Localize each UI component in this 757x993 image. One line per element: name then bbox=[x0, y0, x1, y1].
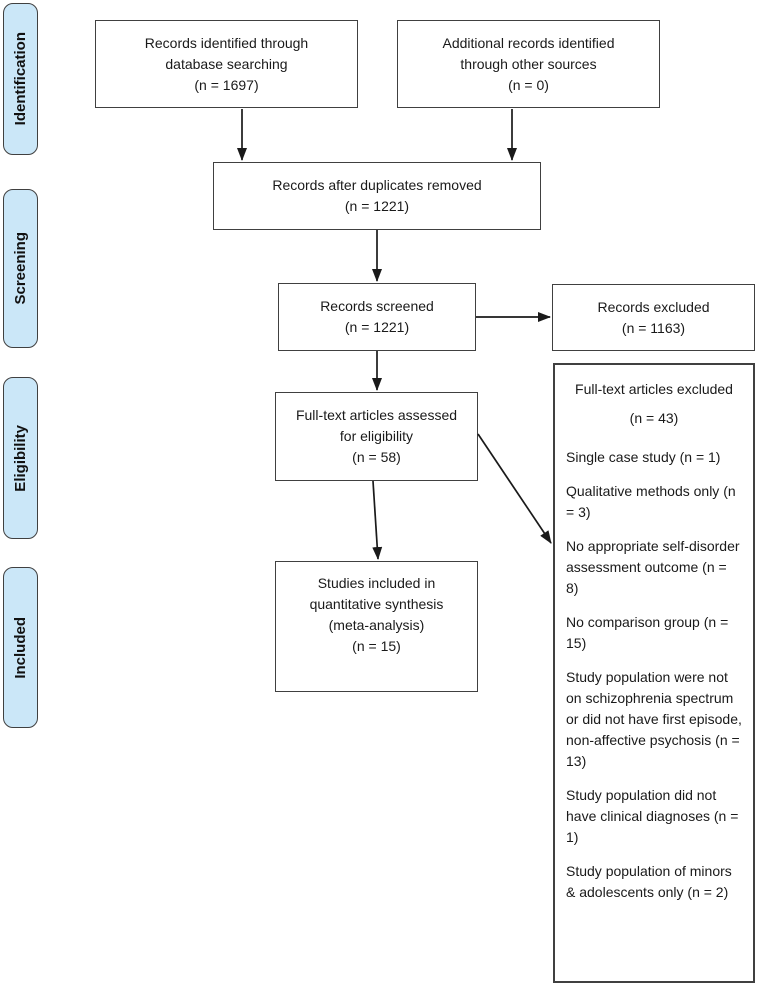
fulltext-excluded-count: (n = 43) bbox=[629, 410, 679, 426]
exclusion-reason: Study population were not on schizophren… bbox=[566, 669, 742, 769]
exclusion-reason: Qualitative methods only (n = 3) bbox=[566, 483, 736, 520]
box-records-identified-database: Records identified through database sear… bbox=[95, 20, 358, 108]
exclusion-reason: Single case study (n = 1) bbox=[566, 449, 721, 465]
stage-label-identification-text: Identification bbox=[12, 32, 29, 126]
stage-label-identification: Identification bbox=[3, 3, 38, 155]
box-fulltext-excluded: Full-text articles excluded (n = 43) Sin… bbox=[553, 363, 755, 983]
exclusion-reason: No appropriate self-disorder assessment … bbox=[566, 538, 740, 596]
fulltext-excluded-title: Full-text articles excluded bbox=[575, 381, 733, 397]
stage-label-eligibility: Eligibility bbox=[3, 377, 38, 539]
box-records-screened: Records screened (n = 1221) bbox=[278, 283, 476, 351]
stage-label-screening-text: Screening bbox=[12, 232, 29, 305]
arrow-fulltext-to-included bbox=[372, 480, 383, 560]
stage-label-eligibility-text: Eligibility bbox=[12, 424, 29, 492]
exclusion-reason: No comparison group (n = 15) bbox=[566, 614, 729, 651]
box-records-identified-other-sources: Additional records identified through ot… bbox=[397, 20, 660, 108]
stage-label-screening: Screening bbox=[3, 189, 38, 348]
box-records-after-duplicates-removed: Records after duplicates removed (n = 12… bbox=[213, 162, 541, 230]
stage-label-included: Included bbox=[3, 567, 38, 728]
exclusion-reason: Study population of minors & adolescents… bbox=[566, 863, 732, 900]
arrow-fulltext-to-excluded-reasons bbox=[477, 433, 552, 544]
stage-label-included-text: Included bbox=[12, 616, 29, 679]
box-records-excluded: Records excluded (n = 1163) bbox=[552, 284, 755, 351]
box-studies-included: Studies included in quantitative synthes… bbox=[275, 561, 478, 692]
box-fulltext-assessed: Full-text articles assessed for eligibil… bbox=[275, 392, 478, 481]
exclusion-reason: Study population did not have clinical d… bbox=[566, 787, 739, 845]
